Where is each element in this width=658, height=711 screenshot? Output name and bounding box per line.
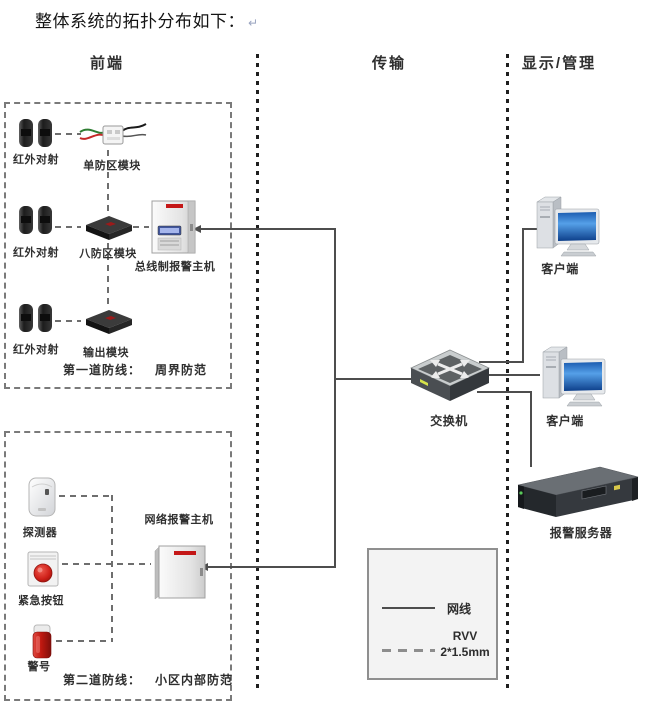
- cable-client1-riser: [522, 228, 524, 363]
- legend-dashed-label-line1: RVV: [452, 629, 478, 643]
- cable-nethost-trunk: [206, 566, 336, 568]
- rvv-siren-bus: [56, 640, 113, 642]
- rvv-ir3-output: [55, 320, 81, 322]
- label-eight-zone-module: 八防区模块: [79, 248, 137, 260]
- rvv-eightzone-output: [107, 243, 109, 307]
- emergency-button-icon: [26, 550, 60, 588]
- legend-solid-line-sample: [382, 607, 435, 609]
- label-emergency-button: 紧急按钮: [18, 595, 64, 607]
- separator-transmission-display: [506, 54, 509, 691]
- output-module-icon: [82, 306, 136, 336]
- label-switch: 交换机: [430, 414, 468, 428]
- section-header-display: 显示/管理: [521, 55, 597, 72]
- caption-defense-1-value: 周界防范: [155, 363, 208, 377]
- caption-defense-2-title: 第二道防线：: [63, 673, 142, 687]
- label-detector: 探测器: [22, 527, 58, 539]
- label-alarm-server: 报警服务器: [549, 526, 613, 540]
- network-alarm-host-icon: [152, 543, 210, 601]
- section-header-transmission: 传输: [371, 55, 407, 72]
- cable-server-riser: [530, 391, 532, 467]
- arrowhead-into-bushost: [193, 225, 201, 233]
- label-network-alarm-host: 网络报警主机: [144, 514, 214, 526]
- infrared-beam-pair-icon: [18, 302, 54, 334]
- paragraph-return-icon: ↵: [248, 16, 259, 30]
- client-workstation-icon: [533, 344, 607, 410]
- label-infrared-2: 红外对射: [13, 247, 59, 259]
- cable-switch-client1-h: [479, 361, 524, 363]
- single-zone-module-icon: [78, 121, 148, 149]
- rvv-eightzone-bushost: [133, 226, 149, 228]
- legend-dashed-line-sample: [382, 649, 435, 652]
- label-client-2: 客户端: [546, 414, 584, 428]
- rvv-singlezone-eightzone: [107, 150, 109, 213]
- caption-defense-1-title: 第一道防线：: [63, 363, 142, 377]
- label-output-module: 输出模块: [83, 347, 129, 359]
- label-client-1: 客户端: [541, 262, 579, 276]
- page-title: 整体系统的拓扑分布如下：: [35, 12, 245, 31]
- eight-zone-module-icon: [82, 212, 136, 242]
- label-infrared-1: 红外对射: [13, 154, 59, 166]
- section-header-front: 前端: [89, 55, 125, 72]
- infrared-beam-pair-icon: [18, 204, 54, 236]
- cable-client1-stub: [522, 228, 538, 230]
- rvv-ir2-eightzone: [55, 226, 81, 228]
- rvv-ir1-singlezone: [55, 133, 81, 135]
- label-bus-alarm-host: 总线制报警主机: [134, 261, 216, 273]
- network-switch-icon: [407, 348, 493, 410]
- pir-detector-icon: [26, 476, 58, 518]
- legend-solid-label: 网线: [447, 602, 472, 616]
- label-single-zone-module: 单防区模块: [83, 160, 141, 172]
- caption-defense-2-value: 小区内部防范: [155, 673, 234, 687]
- legend-dashed-label: RVV 2*1.5mm: [433, 628, 497, 660]
- label-infrared-3: 红外对射: [13, 344, 59, 356]
- caption-defense-line-2: 第二道防线： 小区内部防范: [63, 671, 233, 688]
- cable-bushost-trunk: [199, 228, 336, 230]
- label-siren: 警号: [27, 661, 51, 673]
- alarm-server-icon: [514, 463, 642, 523]
- client-workstation-icon: [527, 194, 601, 260]
- cable-trunk-switch: [335, 378, 411, 380]
- separator-front-transmission: [256, 54, 259, 691]
- cable-trunk-vertical: [334, 228, 336, 568]
- zone-box-perimeter: [4, 102, 232, 389]
- cable-switch-client2: [486, 374, 540, 376]
- legend-dashed-label-line2: 2*1.5mm: [440, 645, 490, 659]
- rvv-button-nethost: [62, 563, 151, 565]
- legend-box: 网线 RVV 2*1.5mm: [367, 548, 498, 680]
- page-title-row: 整体系统的拓扑分布如下：↵: [35, 7, 258, 32]
- rvv-interior-bus-vertical: [111, 495, 113, 642]
- siren-icon: [30, 624, 54, 660]
- caption-defense-line-1: 第一道防线： 周界防范: [63, 361, 207, 378]
- infrared-beam-pair-icon: [18, 117, 54, 149]
- rvv-detector-bus: [59, 495, 113, 497]
- bus-alarm-host-icon: [151, 200, 197, 254]
- cable-switch-server-h: [477, 391, 532, 393]
